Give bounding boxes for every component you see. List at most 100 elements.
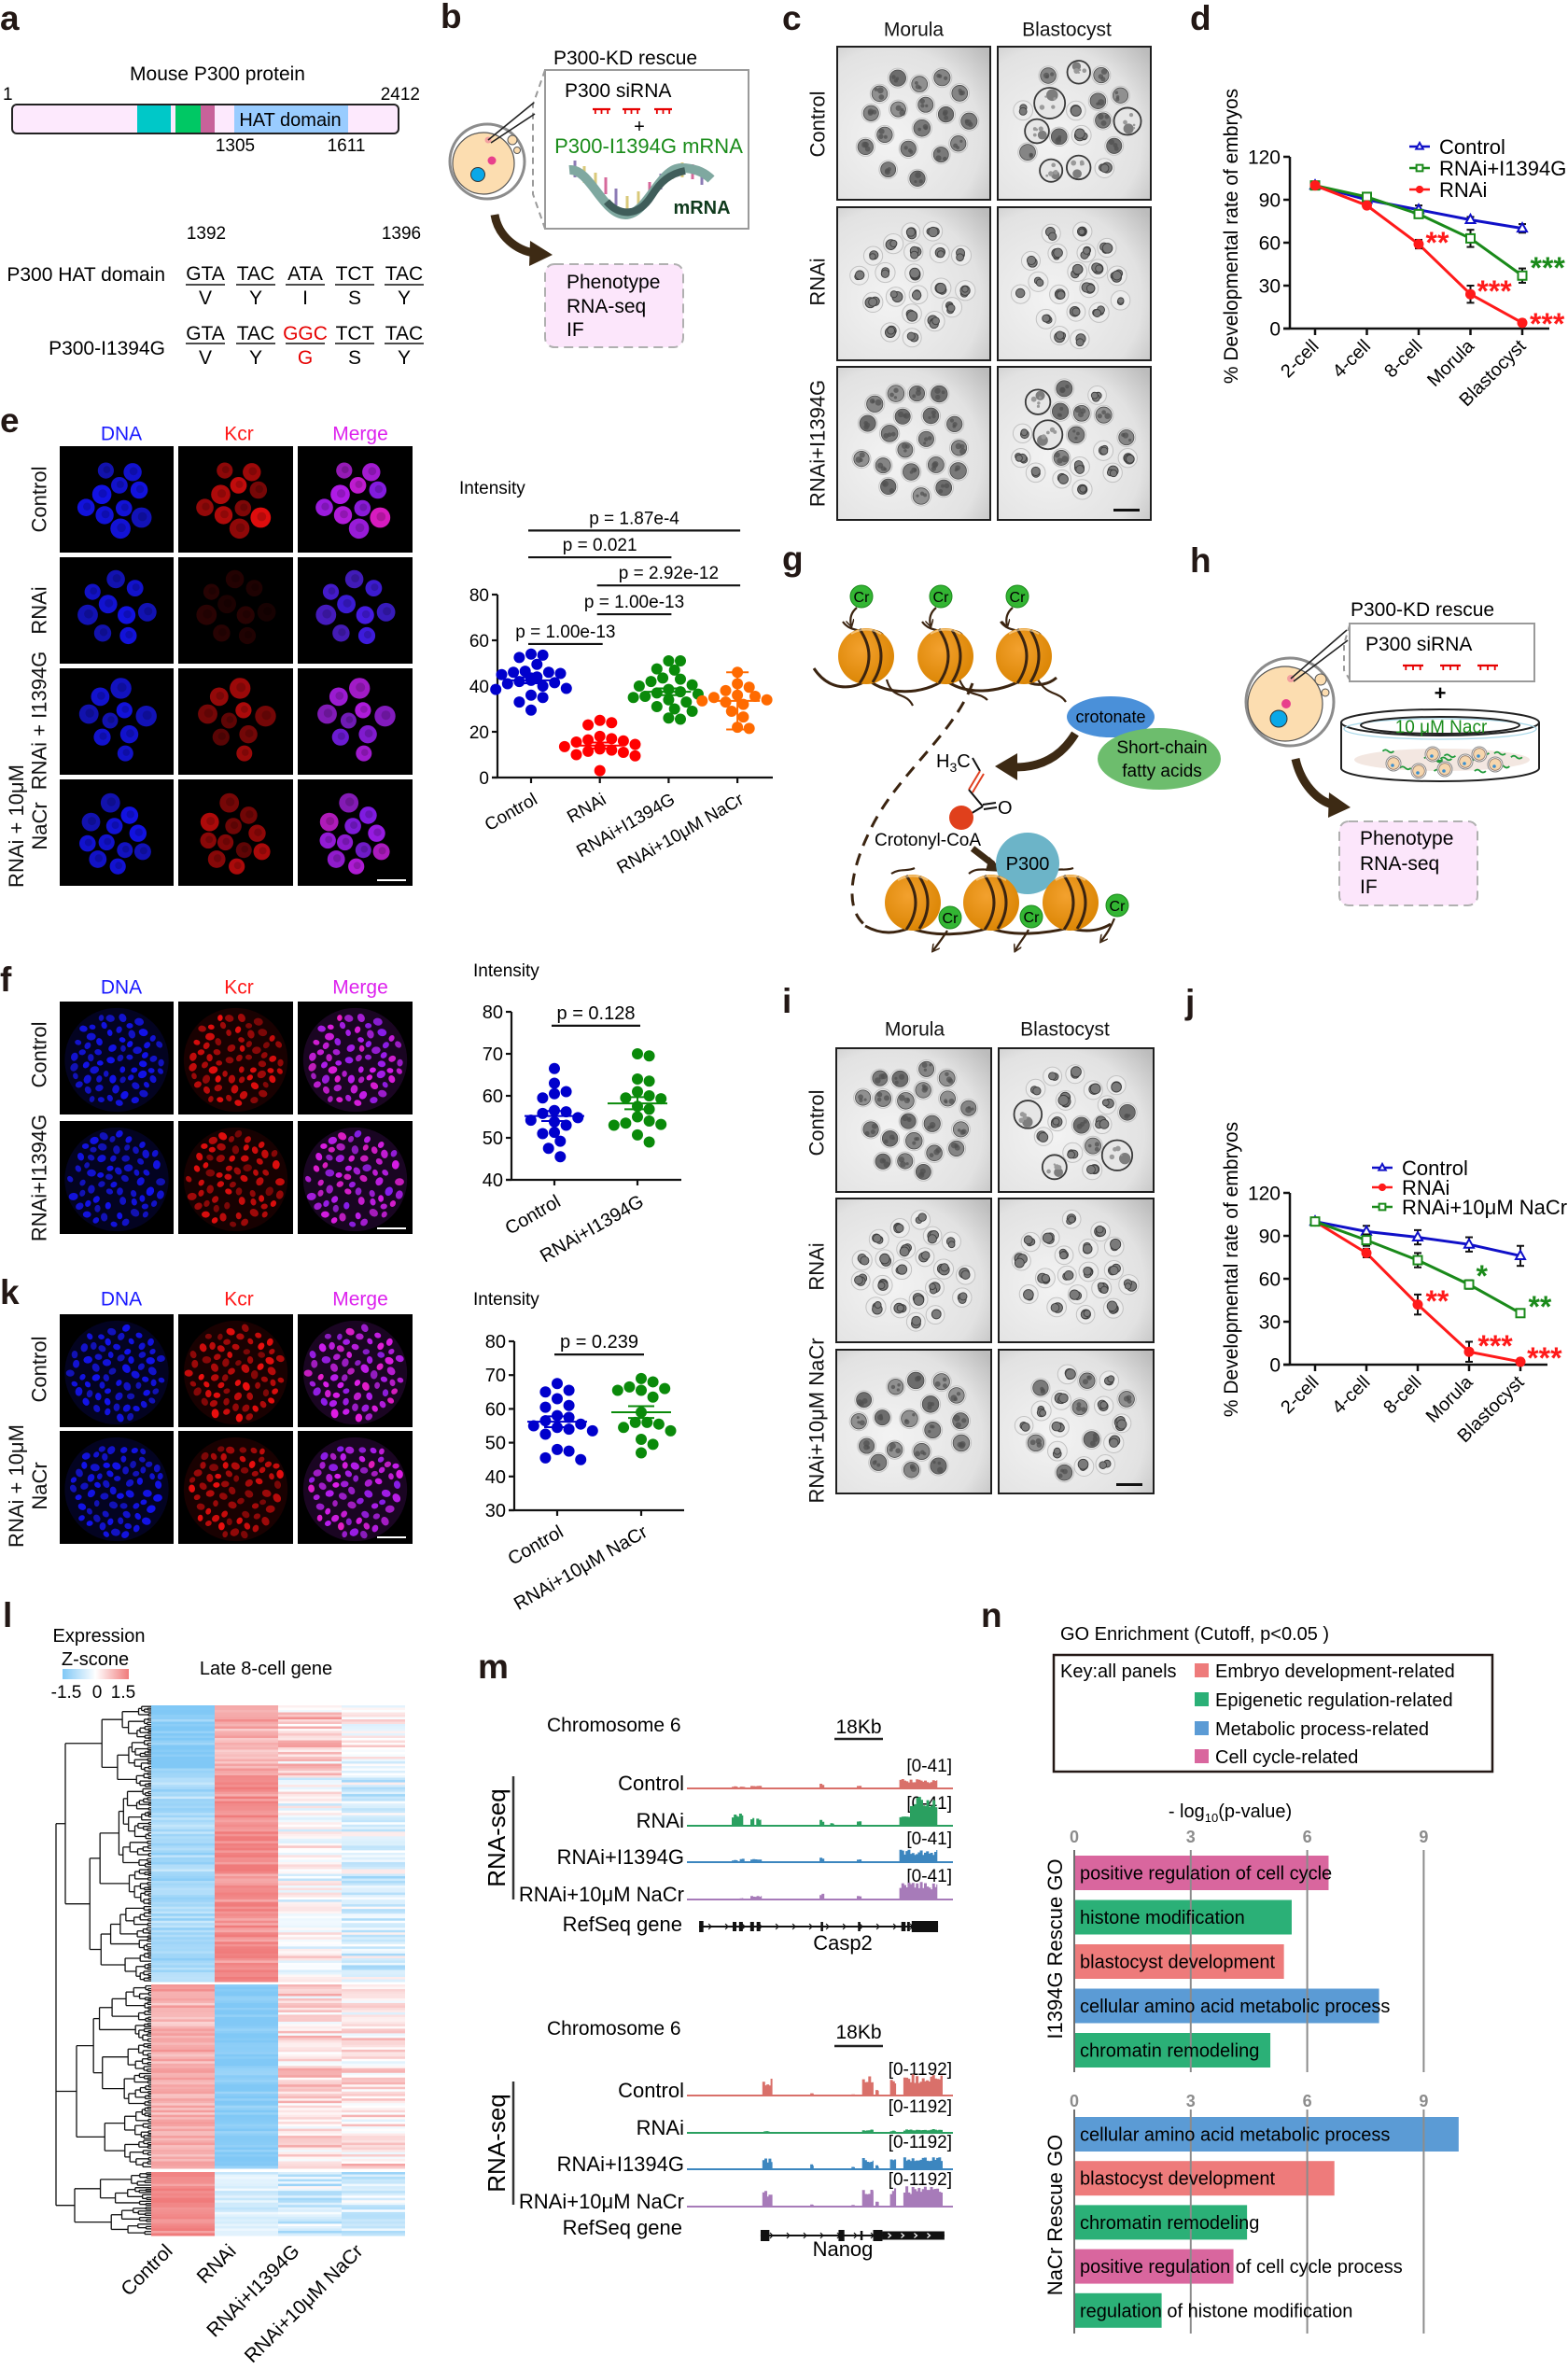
nucleus xyxy=(224,1201,231,1210)
blastomere xyxy=(1099,1461,1108,1469)
data-point xyxy=(749,691,761,703)
nucleus xyxy=(240,1466,249,1474)
nucleus xyxy=(241,1530,248,1539)
embryo xyxy=(1077,1370,1098,1391)
embryo xyxy=(875,1249,895,1269)
coverage-track xyxy=(687,2074,953,2096)
mutated-codon: GGC xyxy=(283,323,328,344)
heatmap-cell xyxy=(151,1712,215,1716)
nucleolus xyxy=(206,817,216,826)
nucleus xyxy=(90,1066,99,1074)
nucleolus xyxy=(245,729,254,738)
nucleus xyxy=(352,1403,358,1411)
embryo xyxy=(1076,243,1097,263)
heatmap-cell xyxy=(215,2223,278,2227)
nucleus xyxy=(149,1055,158,1062)
heatmap-cell xyxy=(151,2058,215,2062)
codon: GTA xyxy=(186,323,225,344)
row-label-text: NaCr xyxy=(28,1462,51,1510)
heatmap-cell xyxy=(342,1861,405,1865)
embryo xyxy=(926,455,946,475)
speck xyxy=(915,390,921,397)
nucleus xyxy=(236,1517,243,1524)
legend-item: RNAi+10μM NaCr xyxy=(1372,1196,1567,1219)
heatmap-cell xyxy=(215,2166,278,2169)
speck xyxy=(949,418,955,423)
embryo xyxy=(1020,1231,1041,1253)
heatmap-cell xyxy=(278,1960,342,1964)
speck xyxy=(1089,1440,1096,1447)
heatmap-cell xyxy=(278,1852,342,1856)
nucleus xyxy=(391,1388,399,1395)
embryo xyxy=(1057,1364,1078,1385)
nucleus xyxy=(116,1380,122,1386)
heatmap-cell xyxy=(342,1899,405,1903)
heatmap-cell xyxy=(151,2084,215,2088)
nucleus xyxy=(358,1090,368,1100)
panel-label-j: j xyxy=(1185,983,1196,1021)
embryo xyxy=(892,406,913,427)
nucleus xyxy=(264,1461,273,1467)
nucleus xyxy=(198,1179,204,1186)
heatmap-cell xyxy=(215,1960,278,1964)
heatmap-cell xyxy=(342,1810,405,1814)
nucleus xyxy=(369,1190,375,1198)
heatmap-cell xyxy=(151,2219,215,2222)
nucleus xyxy=(189,1484,196,1493)
heatmap-cell xyxy=(342,2070,405,2074)
image-background xyxy=(298,1431,413,1544)
data-point xyxy=(668,664,680,676)
speck xyxy=(1076,431,1080,436)
brightfield-embryos xyxy=(1000,1351,1153,1493)
nucleus xyxy=(228,1074,236,1084)
heatmap-cell xyxy=(342,2082,405,2085)
embryo xyxy=(899,1408,920,1430)
blastomere xyxy=(910,250,919,259)
embryo xyxy=(955,280,976,301)
heatmap-cell xyxy=(215,1810,278,1814)
readout-if: IF xyxy=(567,319,584,341)
heatmap-cell xyxy=(342,2140,405,2144)
speck xyxy=(927,1405,932,1410)
nucleus xyxy=(110,1155,117,1162)
heatmap-cell xyxy=(342,1957,405,1961)
heatmap-cell xyxy=(342,2133,405,2137)
channel-header-kcr: Kcr xyxy=(224,423,254,445)
heatmap-cell xyxy=(215,2214,278,2218)
if-i1394g-kcr xyxy=(178,1121,293,1234)
nucleus xyxy=(239,1447,247,1453)
embryo xyxy=(1081,1429,1102,1450)
heatmap-cell xyxy=(151,1829,215,1832)
nucleus xyxy=(1416,771,1420,775)
nucleus xyxy=(372,1169,378,1176)
embryo xyxy=(959,110,980,132)
embryo xyxy=(1093,110,1113,131)
speck xyxy=(857,1421,861,1424)
embryo xyxy=(1093,404,1114,426)
go-term-label: chromatin remodeling xyxy=(1080,2041,1259,2062)
nucleolus xyxy=(99,628,108,637)
nucleus xyxy=(249,1067,257,1073)
nucleolus xyxy=(144,607,153,616)
heatmap-cell xyxy=(215,1759,278,1762)
data-group xyxy=(490,648,572,716)
heatmap-cell xyxy=(215,2209,278,2213)
cell xyxy=(118,606,136,624)
nucleus xyxy=(388,1349,395,1354)
heatmap-cell xyxy=(342,2068,405,2071)
image-control-morula xyxy=(835,1047,992,1193)
embryo xyxy=(921,1113,943,1134)
nucleus xyxy=(85,1199,91,1207)
nucleus xyxy=(69,1484,77,1493)
heatmap-cell xyxy=(278,2223,342,2227)
heatmap-cell xyxy=(151,2049,215,2053)
data-point xyxy=(554,1135,567,1147)
heatmap-cell xyxy=(278,1873,342,1877)
fluorescence-image xyxy=(178,557,293,664)
speck xyxy=(959,90,965,96)
heatmap-cell xyxy=(215,1993,278,1997)
zygote-icon xyxy=(1244,629,1349,748)
nucleus xyxy=(140,1499,147,1506)
embryo xyxy=(929,383,950,405)
embryo xyxy=(1046,1297,1067,1318)
